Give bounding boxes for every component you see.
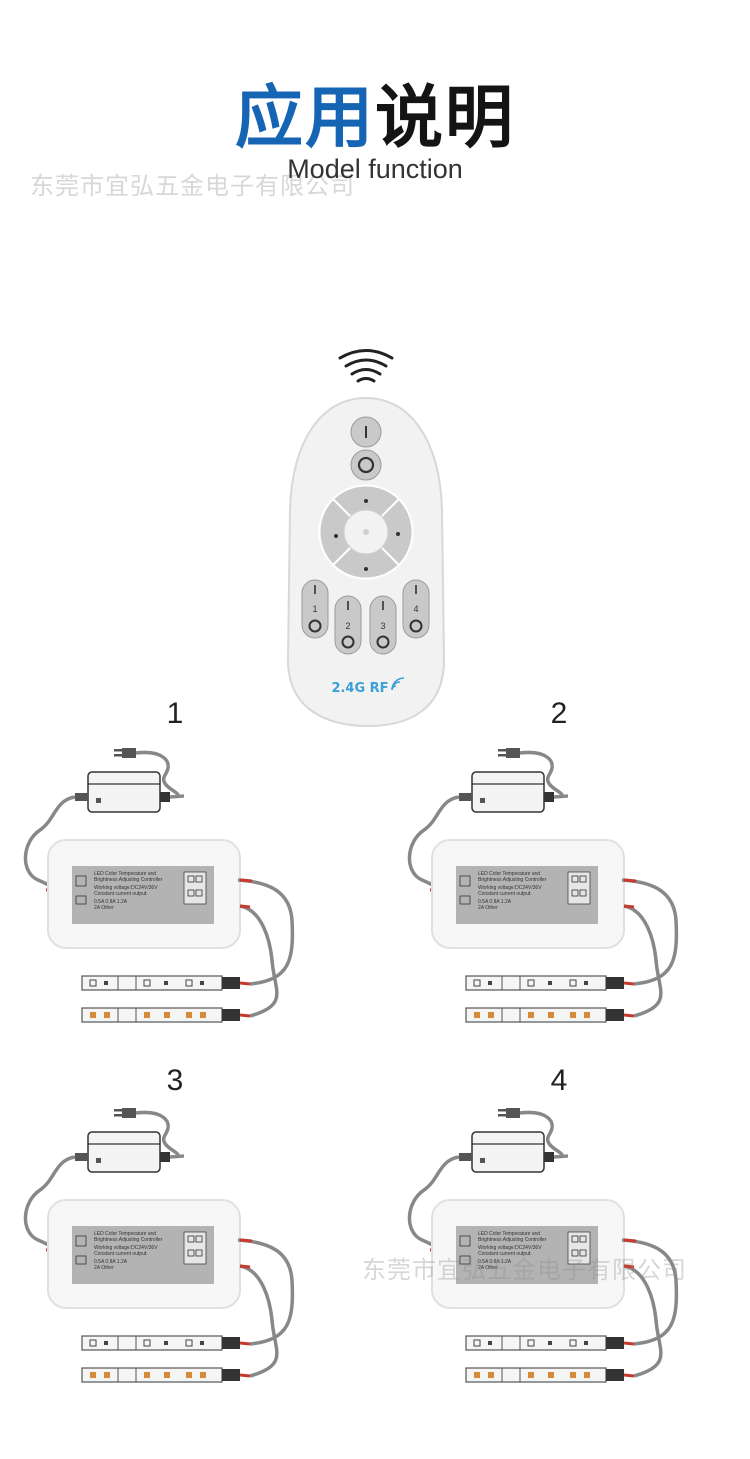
controller-text-1: LED Color Temperature and xyxy=(94,1231,157,1237)
controller-text-2: Brightness Adjusting Controller xyxy=(94,1237,163,1243)
zone-label-4: 4 xyxy=(413,604,418,614)
title-rest: 说明 xyxy=(375,79,516,158)
page-title: 应用说明 xyxy=(0,62,750,161)
controller-text-4: Constant current output: xyxy=(94,891,148,897)
led-strip-2 xyxy=(81,1367,240,1383)
power-adapter xyxy=(459,1131,554,1173)
controller-text-6: 2A Other xyxy=(478,905,498,911)
wiring-diagram-4: LED Color Temperature and Brightness Adj… xyxy=(384,1060,704,1390)
controller-text-1: LED Color Temperature and xyxy=(94,871,157,877)
diagram-number: 1 xyxy=(166,697,184,730)
zone-label-2: 2 xyxy=(345,621,350,631)
controller-text-1: LED Color Temperature and xyxy=(478,1231,541,1237)
controller-text-4: Constant current output: xyxy=(478,891,532,897)
controller-text-2: Brightness Adjusting Controller xyxy=(478,877,547,883)
power-plug-icon xyxy=(114,748,136,758)
wiring-diagram-1: LED Color Temperature and Brightness Adj… xyxy=(0,700,320,1030)
led-strip-2 xyxy=(81,1007,240,1023)
led-strip-2 xyxy=(465,1367,624,1383)
led-strip-1 xyxy=(465,1335,624,1351)
power-adapter xyxy=(75,1131,170,1173)
controller-text-3: Working voltage:DC24V/36V xyxy=(94,1245,158,1251)
controller-text-6: 2A Other xyxy=(94,905,114,911)
title-highlight: 应用 xyxy=(234,79,375,158)
zone-label-3: 3 xyxy=(380,621,385,631)
controller-text-5: 0.5A 0.8A 1.2A xyxy=(478,899,512,905)
controller-text-6: 2A Other xyxy=(478,1265,498,1271)
controller-text-5: 0.5A 0.8A 1.2A xyxy=(94,1259,128,1265)
zone-label-1: 1 xyxy=(312,604,317,614)
controller-text-3: Working voltage:DC24V/36V xyxy=(478,1245,542,1251)
controller-text-3: Working voltage:DC24V/36V xyxy=(478,885,542,891)
power-plug-icon xyxy=(498,748,520,758)
led-strip-1 xyxy=(81,975,240,991)
diagram-number: 4 xyxy=(550,1064,568,1097)
power-plug-icon xyxy=(114,1108,136,1118)
power-adapter xyxy=(75,771,170,813)
controller-text-4: Constant current output: xyxy=(94,1251,148,1257)
wiring-diagram-2: LED Color Temperature and Brightness Adj… xyxy=(384,700,704,1030)
power-adapter xyxy=(459,771,554,813)
controller-text-2: Brightness Adjusting Controller xyxy=(478,1237,547,1243)
led-strip-1 xyxy=(81,1335,240,1351)
controller-text-6: 2A Other xyxy=(94,1265,114,1271)
power-plug-icon xyxy=(498,1108,520,1118)
direction-pad xyxy=(318,484,414,580)
diagram-number: 2 xyxy=(550,697,568,730)
controller-text-5: 0.5A 0.8A 1.2A xyxy=(94,899,128,905)
remote-control: 1 2 3 4 2.4G RF xyxy=(280,340,460,735)
diagram-number: 3 xyxy=(166,1064,184,1097)
controller-text-5: 0.5A 0.8A 1.2A xyxy=(478,1259,512,1265)
rf-label: 2.4G RF xyxy=(331,681,388,696)
watermark: 东莞市宜弘五金电子有限公司 xyxy=(30,172,355,200)
controller-text-3: Working voltage:DC24V/36V xyxy=(94,885,158,891)
watermark-2: 东莞市宜弘五金电子有限公司 xyxy=(362,1256,687,1284)
controller-text-2: Brightness Adjusting Controller xyxy=(94,877,163,883)
wireless-signal-icon xyxy=(338,349,394,383)
controller-text-4: Constant current output: xyxy=(478,1251,532,1257)
wiring-diagram-3: LED Color Temperature and Brightness Adj… xyxy=(0,1060,320,1390)
power-off-button xyxy=(350,449,382,481)
zone-buttons xyxy=(301,579,430,655)
controller-text-1: LED Color Temperature and xyxy=(478,871,541,877)
led-strip-2 xyxy=(465,1007,624,1023)
rf-signal-icon xyxy=(391,677,405,691)
page-subtitle: Model function xyxy=(287,154,463,184)
led-strip-1 xyxy=(465,975,624,991)
